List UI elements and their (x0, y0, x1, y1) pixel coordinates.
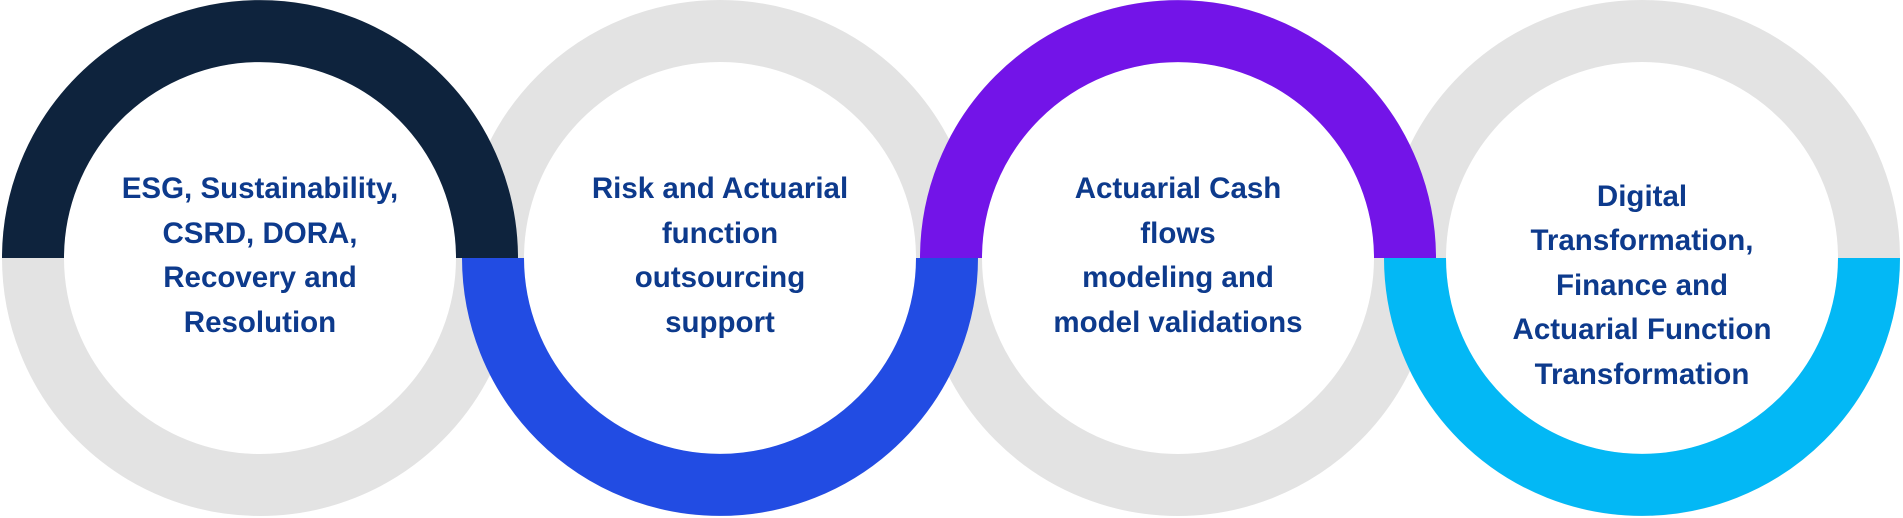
ring-label-line: Finance and (1555, 268, 1729, 302)
ring-accent-cashflows (920, 0, 1436, 259)
ring-accent-risk (462, 257, 978, 516)
ring-label-line: Recovery and (163, 261, 357, 294)
ring-label-line: flows (1140, 216, 1216, 250)
ring-label-risk: Risk and Actuarial function outsourcing … (555, 167, 885, 345)
ring-label-line: Transformation (1534, 357, 1750, 391)
ring-label-esg: ESG, Sustainability, CSRD, DORA, Recover… (95, 167, 425, 345)
ring-accent-digital (1384, 257, 1900, 516)
ring-label-line: function (661, 216, 779, 250)
ring-label-line: Actuarial Cash (1074, 172, 1282, 205)
ring-label-line: Transformation, (1530, 224, 1754, 258)
ring-label-digital: Digital Transformation, Finance and Actu… (1477, 175, 1807, 398)
ring-label-line: Actuarial Function (1512, 313, 1772, 347)
ring-label-line: outsourcing (634, 261, 806, 294)
ring-label-cashflows: Actuarial Cash flows modeling and model … (1013, 167, 1343, 345)
ring-label-line: modeling and (1082, 261, 1274, 294)
ring-accent-esg (2, 0, 518, 259)
ring-label-line: Resolution (183, 305, 337, 339)
ring-label-line: ESG, Sustainability, (121, 172, 399, 205)
ring-label-line: Risk and Actuarial (591, 172, 849, 205)
ring-label-line: CSRD, DORA, (162, 216, 358, 250)
ring-label-line: model validations (1053, 305, 1303, 339)
ring-label-line: Digital (1596, 179, 1688, 213)
ring-label-line: support (665, 305, 775, 339)
